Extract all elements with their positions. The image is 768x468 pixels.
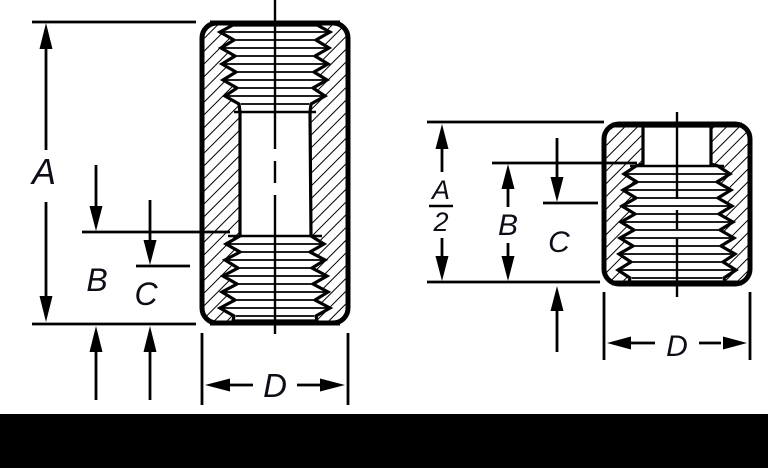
dimension-c-left: C (134, 200, 190, 312)
dim-label-c: C (548, 226, 570, 259)
dim-label-d: D (263, 367, 287, 404)
arrowhead-down (501, 256, 515, 281)
arrowhead-down (39, 296, 53, 322)
dim-label-a-denominator: 2 (432, 207, 448, 237)
dimension-d-right: D (602, 292, 752, 363)
arrowhead-up (143, 326, 157, 352)
arrowhead-up (501, 164, 515, 189)
dim-label-a: A (30, 151, 56, 192)
dim-label-c: C (134, 276, 158, 312)
arrowhead-left (205, 378, 230, 392)
dimension-b-left: B (82, 165, 230, 298)
dim-label-a-numerator: A (430, 175, 450, 205)
arrowhead-down (435, 256, 449, 281)
bottom-reference-arrows-left (89, 326, 157, 400)
cap-body (601, 121, 753, 287)
dimension-a-half-right: A 2 (427, 120, 604, 284)
arrowhead-down (143, 240, 157, 265)
arrowhead-right (320, 378, 345, 392)
dimension-b-right: B (492, 161, 637, 281)
arrowhead-left (607, 336, 631, 350)
arrowhead-down (550, 177, 564, 202)
arrowhead-up (435, 124, 449, 149)
dim-label-b: B (86, 262, 107, 298)
left-figure: A B C D (30, 0, 351, 405)
arrowhead-up (550, 286, 564, 311)
technical-drawing: A B C D (29, 0, 753, 405)
dim-label-d: D (666, 330, 688, 363)
bottom-bar (0, 414, 768, 468)
dim-label-b: B (498, 209, 518, 242)
arrowhead-up (89, 326, 103, 352)
dimension-c-right: C (543, 138, 598, 259)
dimension-a-left: A (30, 20, 196, 326)
right-figure: A 2 B C D (427, 112, 753, 363)
bottom-reference-arrow-right (550, 286, 564, 352)
arrowhead-right (723, 336, 747, 350)
arrowhead-down (89, 206, 103, 231)
arrowhead-up (39, 23, 53, 49)
dimension-d-left: D (200, 333, 350, 405)
